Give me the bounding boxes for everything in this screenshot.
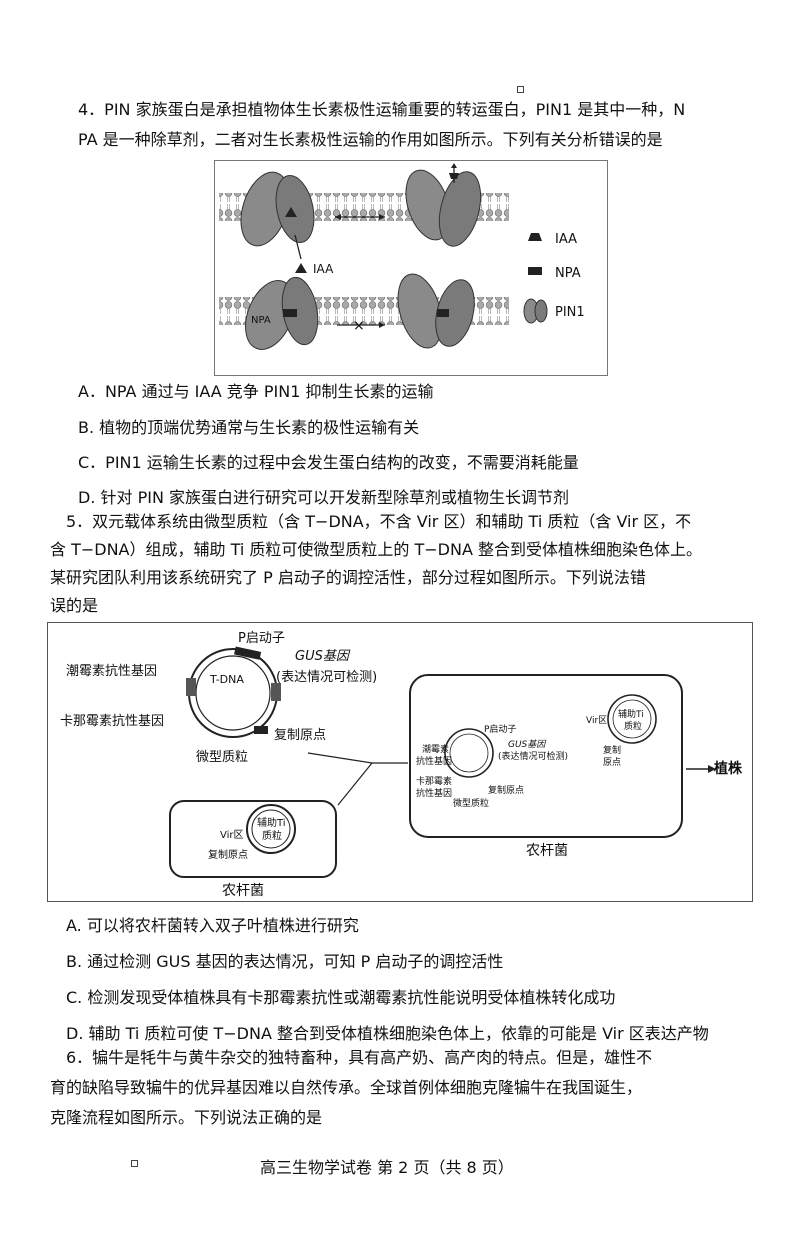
q5-figure: T-DNA P启动子 GUS基因 (表达情况可检测) 潮霉素抗性基因 卡那霉素抗… [47, 622, 753, 902]
svg-text:原点: 原点 [603, 757, 621, 768]
scan-mark [517, 86, 524, 93]
agrobacterium-transformed-label: 农杆菌 [526, 843, 568, 859]
agrobacterium-cell [169, 800, 337, 878]
mini-plasmid-label: 微型质粒 [196, 750, 248, 765]
kanamycin-gene-label: 卡那霉素抗性基因 [60, 714, 164, 729]
figure-legend: IAA NPA PIN1 [523, 232, 585, 324]
pin1-protein [405, 163, 482, 247]
blocked-mark: × [353, 318, 365, 334]
pin1-protein [240, 171, 315, 247]
mini-plasmid: T-DNA [186, 646, 281, 738]
svg-text:复制原点: 复制原点 [208, 848, 248, 861]
svg-text:抗性基因: 抗性基因 [416, 755, 452, 767]
svg-text:辅助Ti: 辅助Ti [618, 708, 644, 720]
q5-stem-line4: 误的是 [50, 596, 99, 615]
plant-label: 植株 [713, 760, 743, 777]
q5-stem-line2: 含 T−DNA）组成，辅助 Ti 质粒可使微型质粒上的 T−DNA 整合到受体植… [50, 540, 702, 559]
ori-label: 复制原点 [274, 728, 326, 743]
svg-text:复制原点: 复制原点 [488, 784, 524, 796]
pin1-transport-diagram: IAA NPA × IAA NPA PIN1 [219, 163, 585, 350]
q4-stem-line1: 4．PIN 家族蛋白是承担植物体生长素极性运输重要的转运蛋白，PIN1 是其中一… [78, 100, 686, 119]
gus-detectable-label: (表达情况可检测) [276, 670, 377, 685]
q5-option-b: B. 通过检测 GUS 基因的表达情况，可知 P 启动子的调控活性 [66, 952, 504, 971]
q4-option-d: D. 针对 PIN 家族蛋白进行研究可以开发新型除草剂或植物生长调节剂 [78, 488, 570, 507]
helper-ti-plasmid [246, 804, 296, 854]
gus-label: GUS基因 [295, 649, 351, 664]
svg-text:辅助Ti: 辅助Ti [257, 816, 286, 829]
svg-text:微型质粒: 微型质粒 [453, 797, 489, 809]
svg-text:Vir区: Vir区 [220, 829, 244, 841]
iaa-legend-icon [528, 233, 542, 241]
q5-option-a: A. 可以将农杆菌转入双子叶植株进行研究 [66, 916, 359, 935]
svg-text:复制: 复制 [603, 744, 621, 756]
q6-stem-line2: 育的缺陷导致犏牛的优异基因难以自然传承。全球首例体细胞克隆犏牛在我国诞生， [50, 1078, 643, 1097]
mini-plasmid-small [444, 728, 494, 778]
pin1-protein [397, 273, 475, 349]
svg-text:P启动子: P启动子 [484, 723, 516, 735]
q5-option-c: C. 检测发现受体植株具有卡那霉素抗性或潮霉素抗性能说明受体植株转化成功 [66, 988, 616, 1007]
svg-text:质粒: 质粒 [624, 720, 642, 732]
q5-stem-line1: 5．双元载体系统由微型质粒（含 T−DNA，不含 Vir 区）和辅助 Ti 质粒… [66, 512, 692, 531]
q5-option-d: D. 辅助 Ti 质粒可使 T−DNA 整合到受体植株细胞染色体上，依靠的可能是… [66, 1024, 709, 1043]
npa-label: NPA [251, 315, 271, 326]
q4-option-b: B. 植物的顶端优势通常与生长素的极性运输有关 [78, 418, 420, 437]
hygromycin-gene-label: 潮霉素抗性基因 [66, 664, 157, 679]
scan-mark [131, 1160, 138, 1167]
page-footer: 高三生物学试卷 第 2 页（共 8 页） [260, 1158, 514, 1177]
svg-text:Vir区: Vir区 [586, 715, 607, 726]
svg-text:抗性基因: 抗性基因 [416, 787, 452, 799]
q4-option-a: A．NPA 通过与 IAA 竞争 PIN1 抑制生长素的运输 [78, 382, 434, 401]
agrobacterium-cell-transformed [409, 674, 683, 838]
svg-text:(表达情况可检测): (表达情况可检测) [498, 750, 568, 762]
svg-text:潮霉素: 潮霉素 [422, 743, 449, 755]
promoter-label: P启动子 [238, 631, 285, 646]
agrobacterium-label: 农杆菌 [222, 883, 264, 899]
q4-option-c: C．PIN1 运输生长素的过程中会发生蛋白结构的改变，不需要消耗能量 [78, 453, 579, 472]
svg-text:T-DNA: T-DNA [209, 673, 244, 686]
q6-stem-line1: 6．犏牛是牦牛与黄牛杂交的独特畜种，具有高产奶、高产肉的特点。但是，雄性不 [66, 1048, 653, 1067]
q6-stem-line3: 克隆流程如图所示。下列说法正确的是 [50, 1108, 323, 1127]
svg-text:IAA: IAA [555, 232, 577, 247]
svg-text:卡那霉素: 卡那霉素 [416, 775, 452, 787]
svg-text:NPA: NPA [555, 266, 581, 281]
q4-stem-line2: PA 是一种除草剂，二者对生长素极性运输的作用如图所示。下列有关分析错误的是 [78, 130, 663, 149]
svg-text:质粒: 质粒 [262, 829, 282, 842]
iaa-label: IAA [313, 262, 334, 276]
q4-figure: IAA NPA × IAA NPA PIN1 [214, 160, 608, 376]
svg-text:PIN1: PIN1 [555, 305, 585, 320]
npa-legend-icon [528, 267, 542, 275]
pin1-protein [245, 276, 319, 350]
svg-text:GUS基因: GUS基因 [508, 739, 547, 750]
binary-vector-diagram: T-DNA P启动子 GUS基因 (表达情况可检测) 潮霉素抗性基因 卡那霉素抗… [60, 631, 743, 899]
q5-stem-line3: 某研究团队利用该系统研究了 P 启动子的调控活性，部分过程如图所示。下列说法错 [50, 568, 646, 587]
helper-ti-plasmid-small [607, 694, 657, 744]
